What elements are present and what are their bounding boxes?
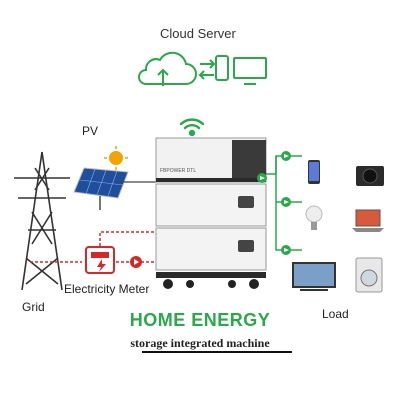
battery-cabinet bbox=[155, 137, 267, 289]
headline-title: HOME ENERGY bbox=[129, 310, 271, 330]
light-bulb-icon bbox=[305, 205, 323, 230]
wifi-icon bbox=[179, 118, 205, 137]
grid-label: Grid bbox=[22, 300, 45, 314]
transmission-tower-icon bbox=[14, 151, 70, 291]
cabinet-brand: FBPOWER DTL bbox=[160, 168, 197, 174]
camera-icon bbox=[356, 166, 384, 186]
laptop-icon bbox=[352, 209, 384, 232]
smartphone-icon bbox=[308, 160, 320, 184]
phone-icon bbox=[215, 55, 229, 81]
monitor-icon bbox=[233, 57, 267, 85]
load-label: Load bbox=[322, 307, 349, 321]
headline-subtitle: storage integrated machine bbox=[130, 336, 270, 350]
sun-icon bbox=[104, 146, 128, 170]
cloud-upload-icon bbox=[138, 51, 197, 86]
electricity-meter-icon bbox=[85, 246, 115, 274]
washing-machine-icon bbox=[355, 257, 383, 293]
sync-arrows-icon bbox=[198, 59, 216, 80]
grid-wires bbox=[30, 231, 156, 268]
solar-panel-icon bbox=[73, 167, 129, 210]
subtitle-underline bbox=[142, 351, 292, 353]
television-icon bbox=[292, 262, 336, 291]
electricity-meter-label: Electricity Meter bbox=[64, 282, 150, 296]
cloud-server-label: Cloud Server bbox=[160, 26, 236, 41]
pv-label: PV bbox=[82, 124, 99, 138]
